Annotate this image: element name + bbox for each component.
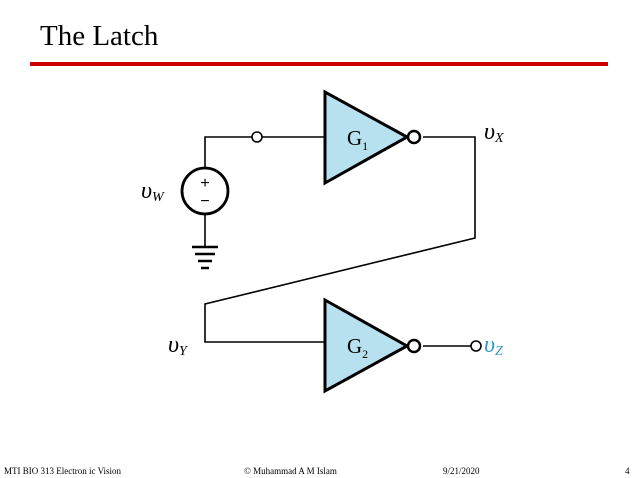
label-vw-sub: W [152, 190, 165, 205]
footer-course: MTI BIO 313 Electron ic Vision [4, 466, 122, 476]
gate-g2-body [323, 297, 411, 394]
label-vy-symbol: υ [168, 332, 179, 358]
gate-g2-label: G2 [347, 334, 368, 361]
gate-g1-body [323, 89, 411, 186]
output-terminal-z [470, 340, 482, 352]
slide-title: The Latch [40, 20, 159, 52]
input-terminal [251, 131, 263, 143]
label-vx-sub: X [494, 131, 504, 146]
ground-icon [192, 245, 218, 270]
label-vx: υX [484, 119, 504, 146]
voltage-source [180, 166, 230, 216]
gate-g1-bubble [406, 129, 422, 145]
label-vz: υZ [484, 332, 503, 359]
label-vx-symbol: υ [484, 119, 495, 145]
label-vw: υW [141, 178, 165, 205]
label-vy: υY [168, 332, 189, 359]
footer-date: 9/21/2020 [443, 466, 480, 476]
wire-vw-top [204, 136, 252, 168]
footer-author: © Muhammad A M Islam [244, 466, 337, 476]
title-underline [30, 62, 608, 66]
label-vy-sub: Y [179, 344, 189, 359]
gate-g1-subscript: 1 [362, 139, 368, 153]
wire-feedback [204, 136, 476, 343]
label-vw-symbol: υ [141, 178, 152, 204]
gate-g2-name: G [347, 334, 362, 358]
gate-g2-bubble [406, 338, 422, 354]
label-vz-symbol: υ [484, 332, 495, 358]
source-minus-sign: − [200, 193, 209, 210]
gate-g1-name: G [347, 126, 362, 150]
footer-page-number: 4 [625, 466, 630, 476]
label-vz-sub: Z [495, 344, 503, 359]
gate-g2-subscript: 2 [362, 347, 368, 361]
source-plus-sign: + [200, 175, 209, 192]
gate-g1-label: G1 [347, 126, 368, 153]
